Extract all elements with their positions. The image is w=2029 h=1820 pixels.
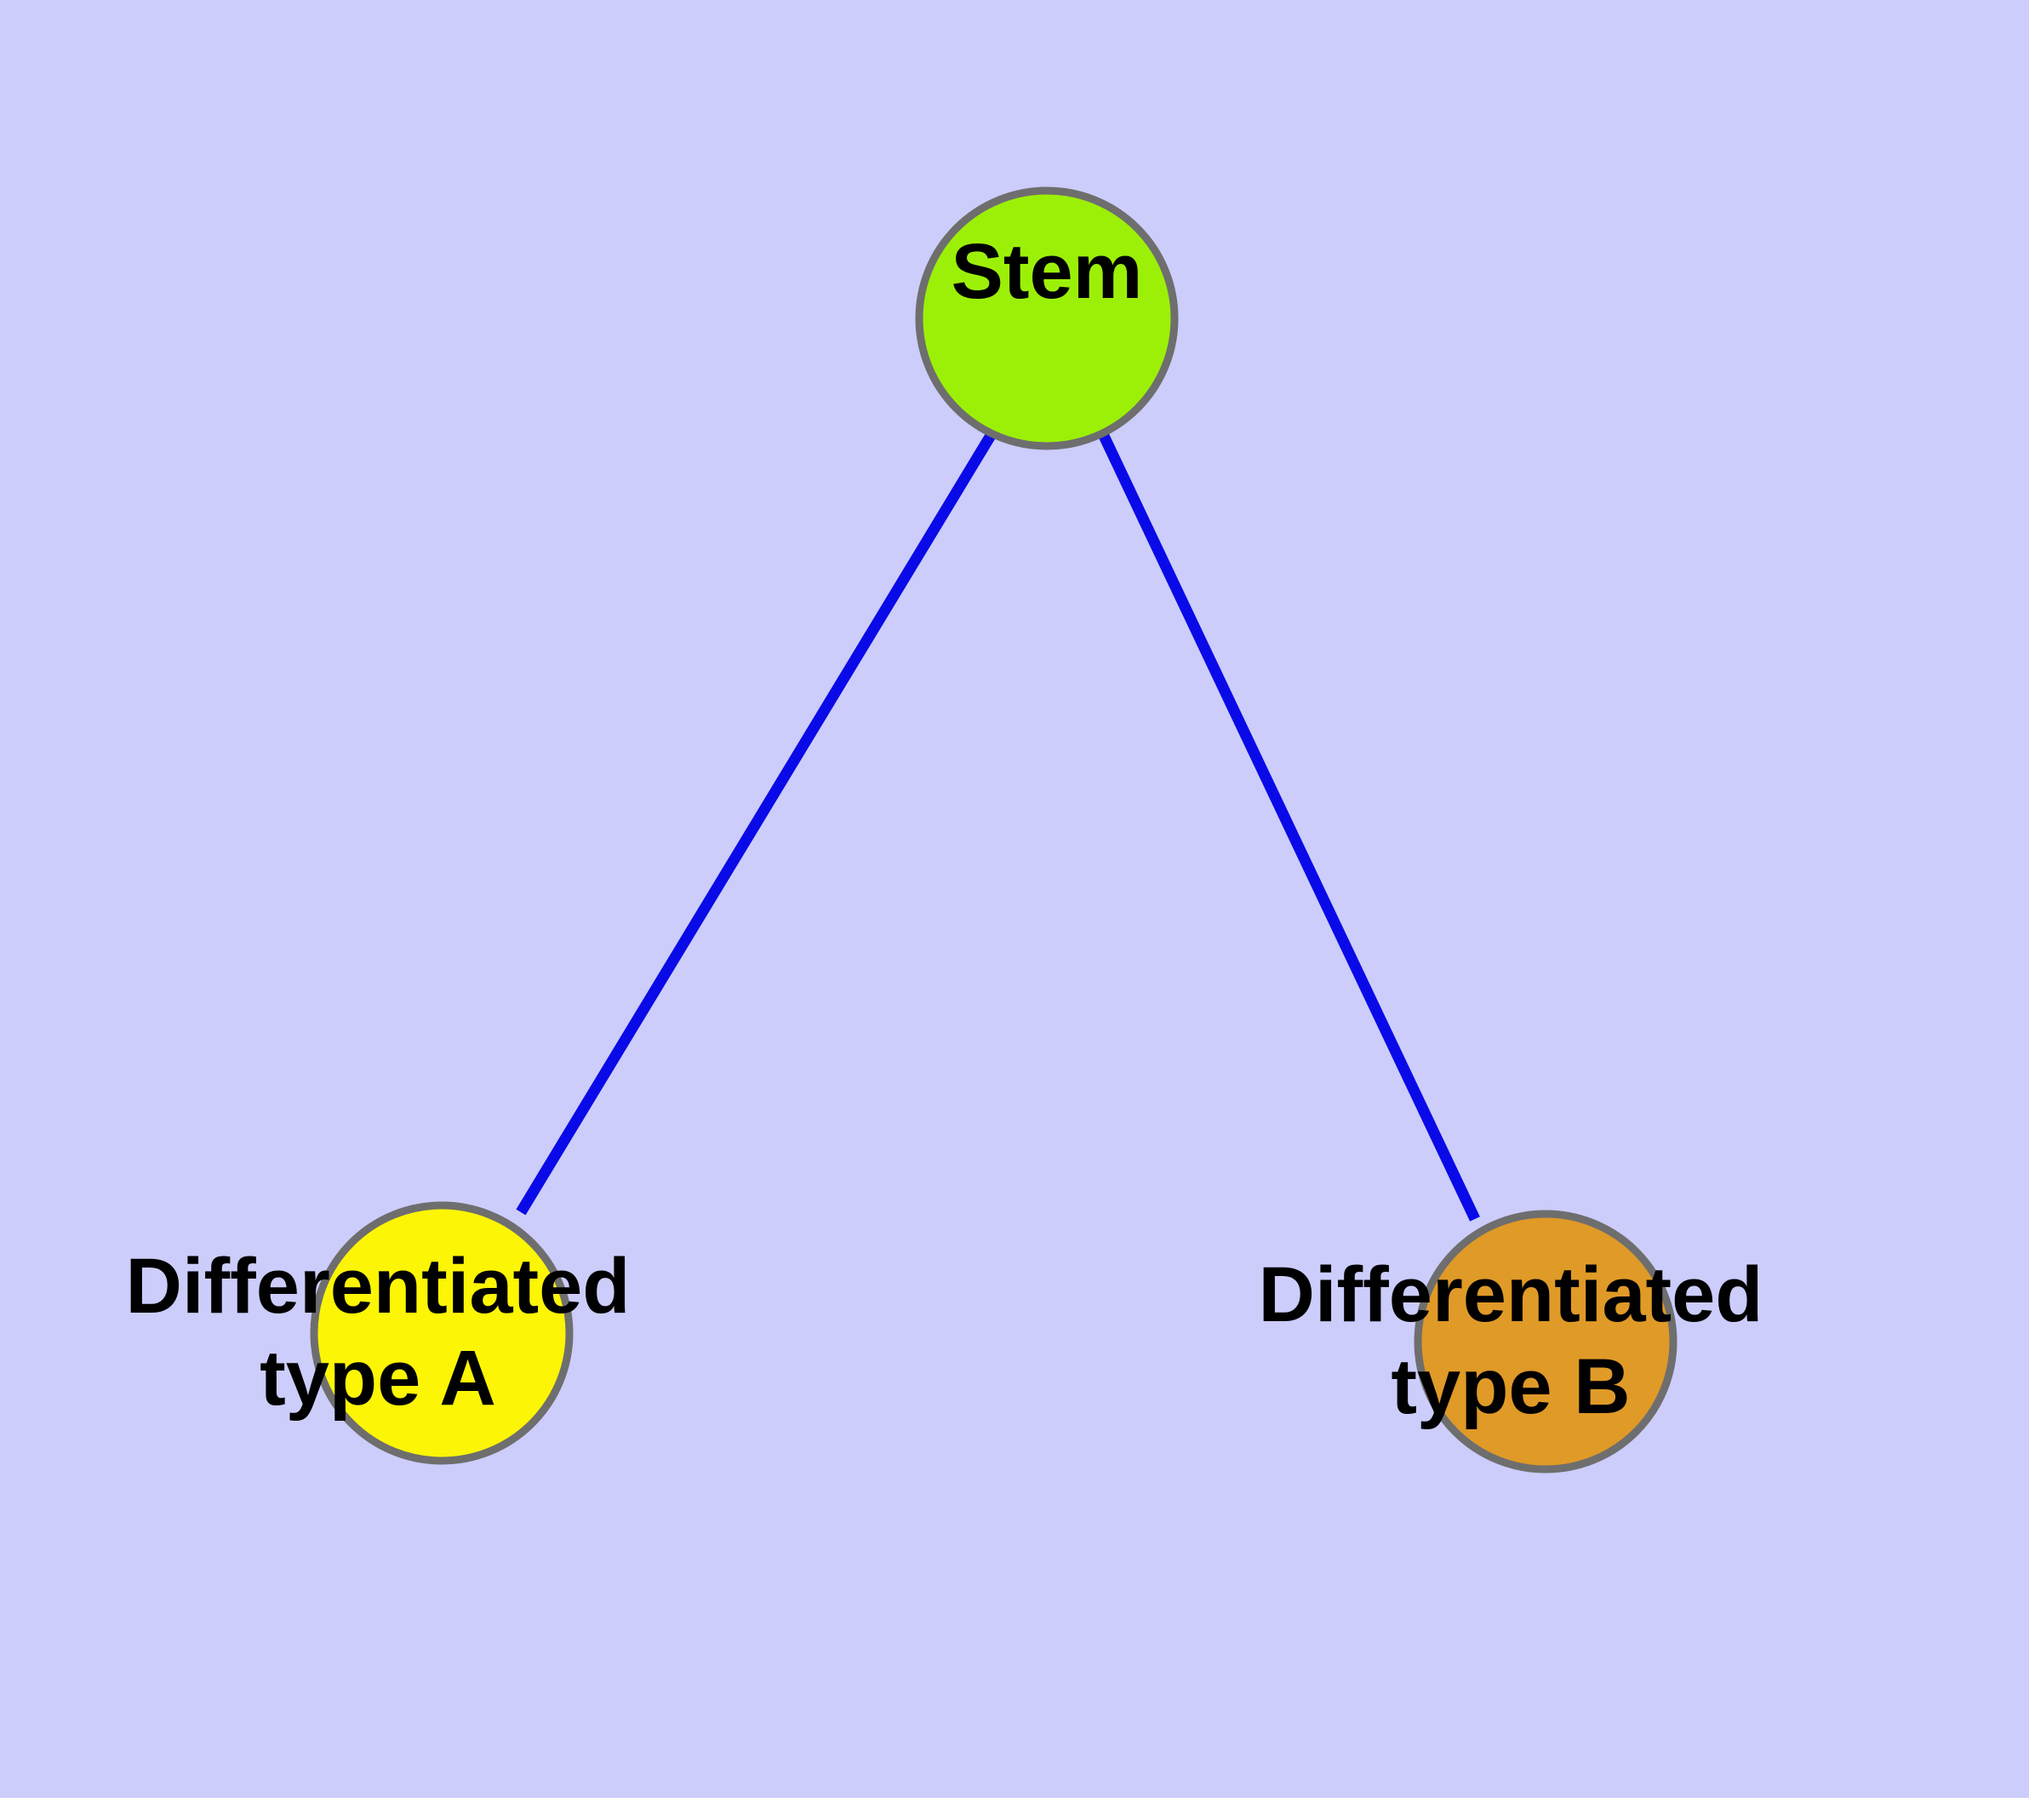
node-stem[interactable]: Stem xyxy=(915,186,1179,450)
edge-stem-to-differentiated-type-a[interactable] xyxy=(516,431,997,1216)
node-stem-label-line1: Stem xyxy=(952,228,1143,315)
edges-group xyxy=(516,431,1480,1222)
node-differentiated-type-b[interactable]: Differentiated type B xyxy=(1259,1210,1763,1474)
node-differentiated-type-a-circle[interactable] xyxy=(310,1201,574,1465)
node-stem-circle[interactable] xyxy=(915,186,1179,450)
node-differentiated-type-b-label-line2: type B xyxy=(1391,1343,1630,1430)
node-differentiated-type-b-label-line1: Differentiated xyxy=(1259,1251,1763,1338)
edge-stem-to-differentiated-type-b[interactable] xyxy=(1099,433,1480,1222)
node-differentiated-type-a-label-line1: Differentiated xyxy=(126,1243,631,1330)
node-differentiated-type-b-circle[interactable] xyxy=(1414,1210,1677,1474)
node-differentiated-type-a[interactable]: Differentiated type A xyxy=(126,1201,631,1465)
node-differentiated-type-a-label-line2: type A xyxy=(260,1335,496,1422)
nodes-group: Stem Differentiated type A Differentiate… xyxy=(126,186,1763,1474)
